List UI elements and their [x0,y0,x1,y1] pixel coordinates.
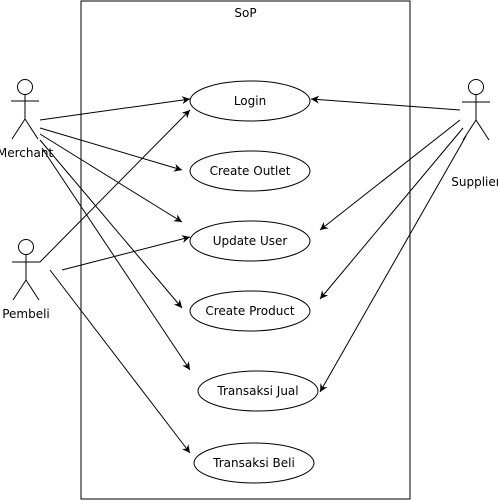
actor-label: Supplier [451,175,498,189]
association-merchant-update-user [39,133,183,223]
use-case-transaksi-beli[interactable]: Transaksi Beli [193,442,315,484]
use-case-update-user[interactable]: Update User [189,220,311,262]
use-case-label: Create Outlet [210,164,291,178]
actor-label: Merchant [0,146,53,160]
actor-pembeli[interactable]: Pembeli [2,239,50,322]
associations [39,95,467,454]
use-case-label: Transaksi Beli [212,456,295,470]
association-supplier-login [310,95,461,111]
association-pembeli-transaksi-beli [49,269,191,454]
system-title: SoP [234,6,256,20]
association-supplier-transaksi-jual [319,135,467,393]
association-supplier-create-product [319,127,464,300]
use-case-login[interactable]: Login [189,80,311,122]
use-case-create-product[interactable]: Create Product [189,290,311,332]
association-merchant-create-product [39,139,183,309]
association-supplier-update-user [319,119,461,231]
use-case-label: Login [234,94,266,108]
use-case-create-outlet[interactable]: Create Outlet [189,150,311,192]
association-merchant-transaksi-jual [41,147,191,371]
actor-label: Pembeli [2,307,50,321]
actor-merchant[interactable]: Merchant [0,79,53,161]
use-case-transaksi-jual[interactable]: Transaksi Jual [197,370,319,412]
actor-head [468,79,484,95]
actor-head [17,79,33,95]
use-case-label: Transaksi Jual [216,384,298,398]
use-case-label: Update User [213,234,288,248]
association-merchant-login [39,96,191,121]
association-merchant-create-outlet [39,127,183,172]
actor-supplier[interactable]: Supplier [451,79,498,190]
association-pembeli-update-user [61,235,191,271]
association-pembeli-login [39,109,191,263]
actor-head [18,239,34,255]
use-case-label: Create Product [205,304,295,318]
